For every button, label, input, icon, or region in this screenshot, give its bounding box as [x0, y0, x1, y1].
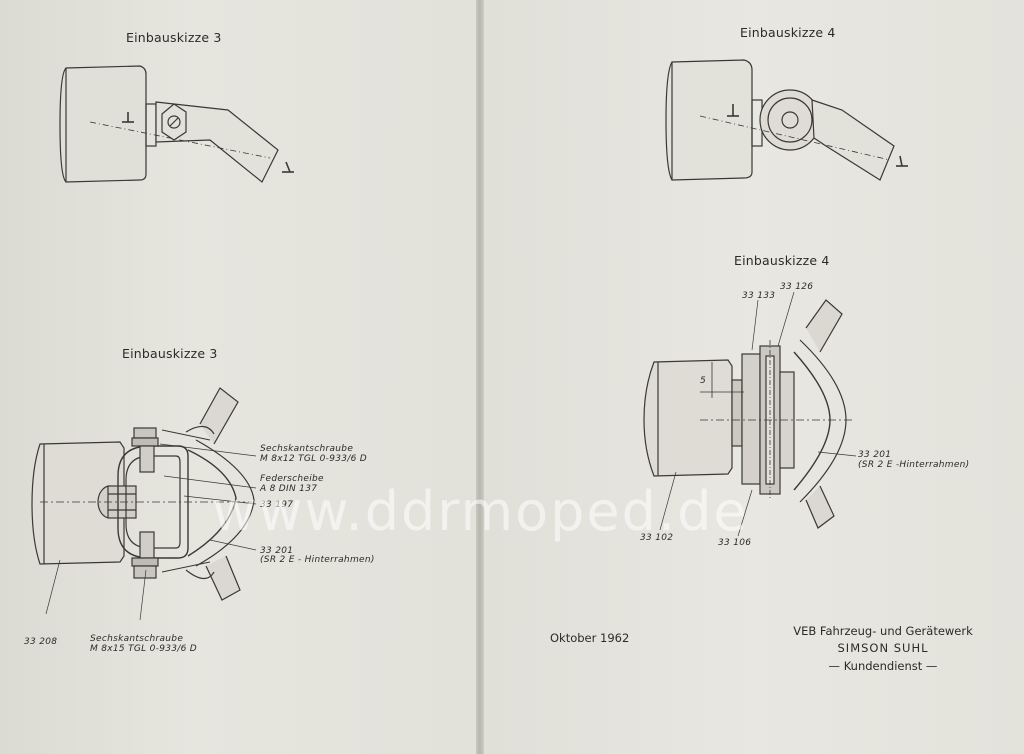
- sketch-3-top-title: Einbauskizze 3: [126, 30, 222, 45]
- callout-part-33106: 33 106: [718, 538, 752, 548]
- callout-washer-spec: A 8 DIN 137: [260, 484, 318, 494]
- sketch-4-top-title: Einbauskizze 4: [740, 25, 836, 40]
- callout-screw-bottom-name: Sechskantschraube: [90, 634, 184, 644]
- sketch-4-section-drawing: [643, 291, 857, 537]
- callout-part-33197: 33 197: [260, 500, 294, 510]
- company-name: VEB Fahrzeug- und Gerätewerk: [793, 624, 973, 638]
- callout-part-33201: 33 201: [260, 546, 294, 556]
- sketch-4-top-drawing: [665, 59, 908, 181]
- callout-part-33201: 33 201: [858, 450, 892, 460]
- company-department: — Kundendienst —: [828, 659, 938, 673]
- sketch-3-top-drawing: [59, 65, 294, 183]
- callout-part-33201-note: (SR 2 E -Hinterrahmen): [858, 460, 970, 470]
- callout-screw-top-name: Sechskantschraube: [260, 444, 354, 454]
- callout-part-33102: 33 102: [640, 533, 674, 543]
- callout-washer-name: Federscheibe: [260, 474, 324, 484]
- callout-screw-top-spec: M 8x12 TGL 0-933/6 D: [260, 454, 368, 464]
- sketch-3-section-drawing: [31, 387, 257, 621]
- company-brand: SIMSON SUHL: [837, 641, 929, 655]
- document-date: Oktober 1962: [550, 631, 630, 645]
- callout-part-33133: 33 133: [742, 291, 776, 301]
- page-gutter: [476, 0, 484, 754]
- callout-part-33201-note: (SR 2 E - Hinterrahmen): [260, 555, 375, 565]
- callout-screw-bottom-spec: M 8x15 TGL 0-933/6 D: [90, 644, 198, 654]
- sketch-3-bottom-title: Einbauskizze 3: [122, 346, 218, 361]
- dimension-5: 5: [700, 376, 707, 386]
- sketch-4-bottom-title: Einbauskizze 4: [734, 253, 830, 268]
- callout-part-33208: 33 208: [24, 637, 58, 647]
- callout-part-33126: 33 126: [780, 282, 814, 292]
